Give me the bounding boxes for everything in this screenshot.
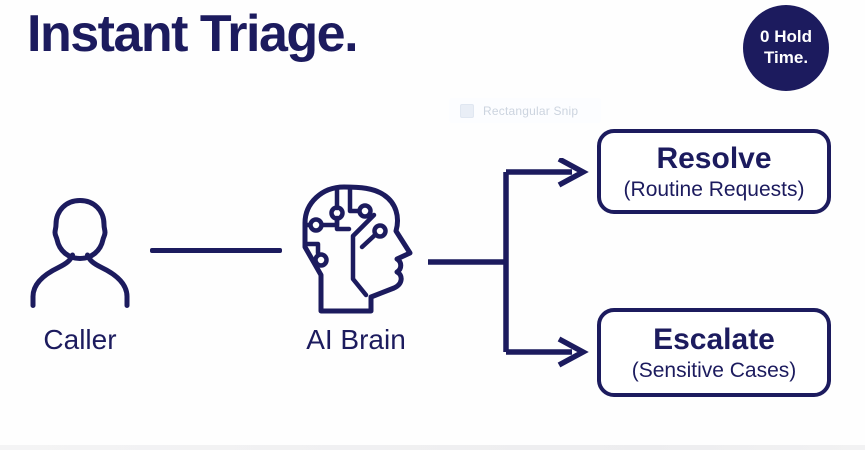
escalate-title: Escalate [653, 322, 775, 356]
escalate-subtitle: (Sensitive Cases) [631, 358, 797, 382]
ai-brain-icon [296, 183, 418, 318]
badge-line2: Time. [763, 48, 809, 67]
caller-label: Caller [43, 324, 117, 355]
resolve-box: Resolve (Routine Requests) [597, 129, 831, 214]
page-title: Instant Triage. [27, 5, 359, 63]
snip-tool-overlay: Rectangular Snip [449, 98, 601, 123]
escalate-box: Escalate (Sensitive Cases) [597, 308, 831, 397]
bottom-edge-band [0, 445, 865, 450]
ai-brain-label: AI Brain [306, 324, 406, 355]
arrowhead-resolve-icon [557, 158, 589, 188]
hold-time-badge: 0 Hold Time. [743, 5, 829, 91]
resolve-title: Resolve [656, 141, 772, 175]
connector-caller-to-ai [150, 248, 282, 253]
badge-line1: 0 Hold [760, 27, 812, 47]
snip-mode-label: Rectangular Snip [483, 103, 579, 118]
resolve-subtitle: (Routine Requests) [623, 177, 805, 201]
person-icon [25, 194, 135, 308]
branch-arrows [424, 158, 596, 368]
snip-icon [460, 103, 474, 118]
arrowhead-escalate-icon [557, 336, 589, 368]
